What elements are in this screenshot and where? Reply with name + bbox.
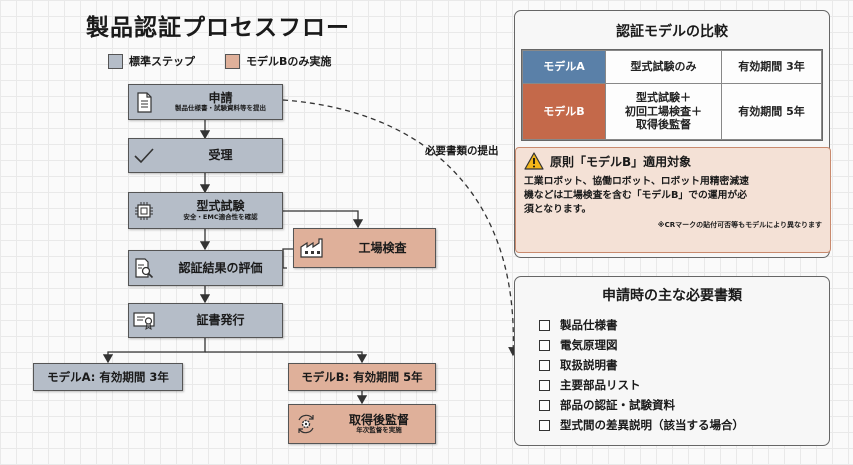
dashed-link-label: 必要書類の提出 [425, 145, 499, 157]
note-line: 機などは工場検査を含む「モデルB」での運用が必 [524, 189, 747, 201]
comparison-model-a: モデルA [522, 50, 606, 84]
step-type-test-sub: 安全・EMC適合性を確認 [183, 212, 258, 221]
step-application-sub: 製品仕様書・試験資料等を提出 [175, 104, 266, 113]
legend-model-b-label: モデルBのみ実施 [246, 55, 332, 68]
comparison-title: 認証モデルの比較 [616, 24, 728, 40]
note-line: 須となります。 [524, 203, 592, 215]
checkbox[interactable] [539, 319, 550, 331]
dashed-link-documents [282, 99, 519, 357]
comparison-model-b-content-line: 型式試験＋ [636, 90, 691, 104]
legend-standard: 標準ステップ [108, 52, 195, 70]
result-model-a: モデルA: 有効期間 3年 [33, 363, 183, 391]
arrow-branch-model-b [205, 351, 368, 364]
step-application: 申請 製品仕様書・試験資料等を提出 [128, 84, 283, 120]
checkbox[interactable] [539, 339, 550, 351]
arrow-issuance-branch [102, 338, 206, 364]
comparison-model-b: モデルB [522, 83, 606, 140]
step-application-label: 申請 [208, 90, 233, 105]
step-evaluation: 認証結果の評価 [128, 250, 283, 286]
chip-icon [129, 201, 159, 221]
comparison-model-b-content-line: 初回工場検査＋ [625, 104, 702, 118]
legend-standard-swatch [108, 53, 123, 69]
result-model-b: モデルB: 有効期間 5年 [288, 363, 436, 391]
legend-model-b: モデルBのみ実施 [225, 52, 331, 70]
checkbox[interactable] [539, 399, 550, 411]
step-evaluation-label: 認証結果の評価 [178, 260, 263, 275]
note-footnote: ※CRマークの貼付可否等もモデルにより異なります [657, 220, 822, 229]
result-model-a-label: モデルA: 有効期間 3年 [47, 370, 169, 384]
note-title: 原則「モデルB」適用対象 [550, 154, 692, 169]
document-item-label: 型式間の差異説明（該当する場合） [560, 418, 744, 432]
document-item: 部品の認証・試験資料 [539, 395, 829, 415]
comparison-model-a-content: 型式試験のみ [605, 50, 722, 84]
step-acceptance: 受理 [128, 138, 283, 173]
document-item-label: 部品の認証・試験資料 [560, 398, 675, 412]
model-b-note: 原則「モデルB」適用対象 工業ロボット、協働ロボット、ロボット用精密減速 機など… [515, 147, 831, 253]
comparison-model-a-validity: 有効期間 3年 [721, 50, 822, 84]
document-icon [129, 91, 159, 113]
document-item-label: 取扱説明書 [560, 358, 618, 372]
document-item-label: 主要部品リスト [560, 378, 641, 392]
comparison-panel: 認証モデルの比較 モデルA 型式試験のみ 有効期間 3年 モデルB 型式試験＋ … [514, 10, 831, 258]
checkmark-icon [129, 147, 159, 165]
page-title: 製品認証プロセスフロー [86, 15, 350, 41]
step-surveillance-sub: 年次監督を実施 [356, 426, 402, 435]
result-model-b-label: モデルB: 有効期間 5年 [301, 370, 423, 384]
document-item: 電気原理図 [539, 335, 829, 355]
step-surveillance: 取得後監督 年次監督を実施 [288, 404, 436, 444]
documents-panel: 申請時の主な必要書類 製品仕様書 電気原理図 取扱説明書 主要部品リスト 部品の… [514, 276, 830, 446]
arrow-factory-evaluation [282, 248, 293, 269]
step-acceptance-label: 受理 [208, 148, 233, 163]
document-item: 取扱説明書 [539, 355, 829, 375]
checkbox[interactable] [539, 379, 550, 391]
checkbox[interactable] [539, 419, 550, 431]
certificate-icon [129, 311, 159, 330]
comparison-row-b: モデルB 型式試験＋ 初回工場検査＋ 取得後監督 有効期間 5年 [522, 83, 822, 140]
legend-model-b-swatch [225, 53, 240, 69]
step-factory-inspection: 工場検査 [293, 228, 436, 268]
document-search-icon [129, 257, 159, 279]
document-item-label: 電気原理図 [560, 338, 618, 352]
step-issuance: 証書発行 [128, 303, 283, 338]
step-surveillance-label: 取得後監督 [348, 412, 409, 427]
checkbox[interactable] [539, 359, 550, 371]
comparison-model-b-content: 型式試験＋ 初回工場検査＋ 取得後監督 [605, 83, 722, 140]
documents-checklist: 製品仕様書 電気原理図 取扱説明書 主要部品リスト 部品の認証・試験資料 型式間… [539, 315, 829, 435]
warning-icon [524, 152, 544, 170]
note-line: 工業ロボット、協働ロボット、ロボット用精密減速 [524, 176, 749, 187]
factory-icon [294, 238, 330, 258]
document-item: 製品仕様書 [539, 315, 829, 335]
step-type-test: 型式試験 安全・EMC適合性を確認 [128, 192, 283, 229]
document-item: 主要部品リスト [539, 375, 829, 395]
comparison-model-b-validity: 有効期間 5年 [721, 83, 822, 140]
arrow-typetest-factory [283, 210, 364, 229]
document-item: 型式間の差異説明（該当する場合） [539, 415, 829, 435]
step-factory-inspection-label: 工場検査 [358, 240, 407, 255]
comparison-model-b-content-line: 取得後監督 [636, 118, 691, 132]
comparison-row-a: モデルA 型式試験のみ 有効期間 3年 [522, 50, 822, 84]
cycle-gear-icon [289, 413, 323, 435]
step-issuance-label: 証書発行 [196, 313, 245, 328]
comparison-table: モデルA 型式試験のみ 有効期間 3年 モデルB 型式試験＋ 初回工場検査＋ 取… [522, 50, 822, 140]
step-type-test-label: 型式試験 [196, 199, 245, 214]
legend-standard-label: 標準ステップ [129, 55, 195, 68]
document-item-label: 製品仕様書 [560, 318, 618, 332]
documents-title: 申請時の主な必要書類 [602, 288, 742, 304]
